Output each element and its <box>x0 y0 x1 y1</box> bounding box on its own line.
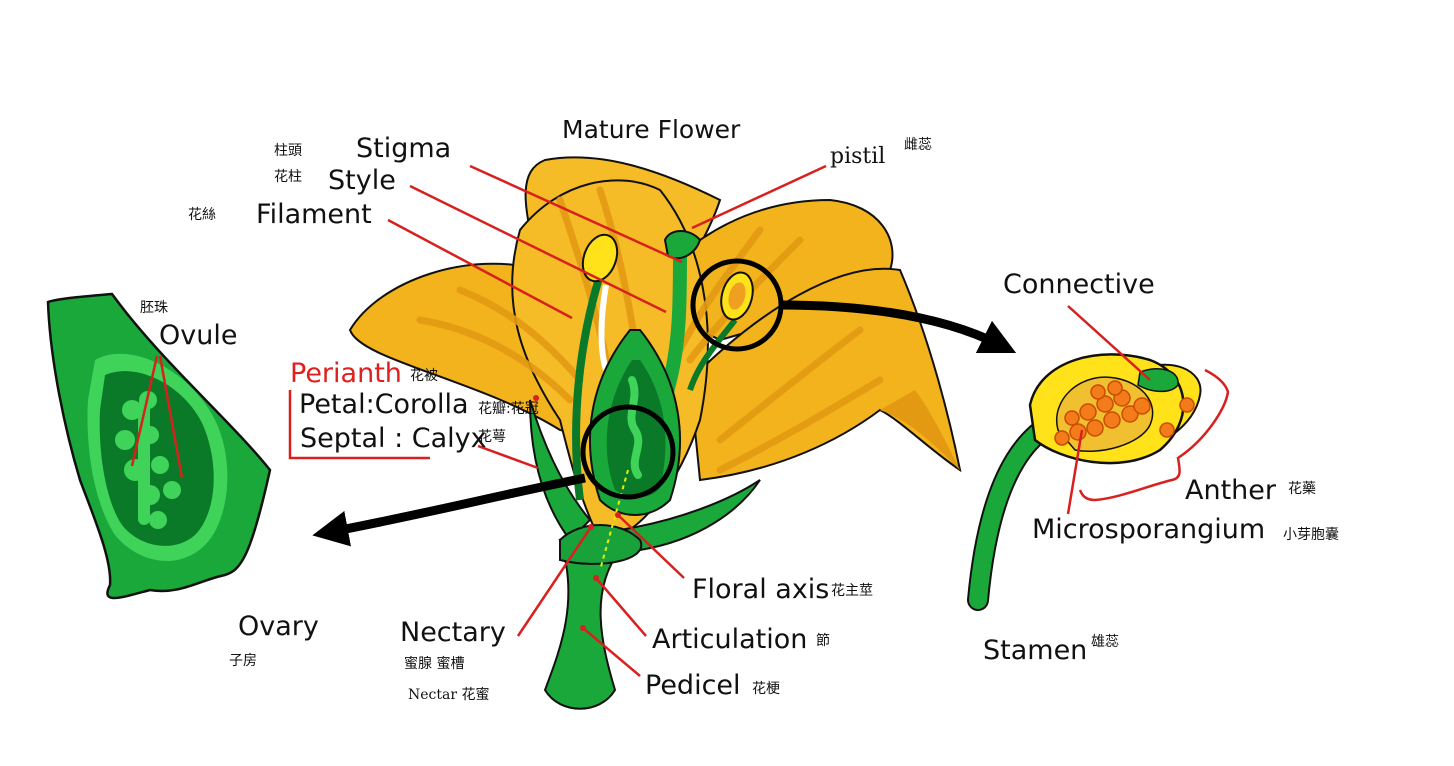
anther-left <box>581 233 619 283</box>
mature-flower <box>348 156 962 710</box>
floral-axis-zh-label: 花主莖 <box>831 583 873 599</box>
zoom-circle-ovary <box>580 404 676 500</box>
ovule-zh-label: 胚珠 <box>140 300 168 316</box>
sepal-right <box>617 479 761 552</box>
connective-leader <box>1067 305 1151 381</box>
septal-zh-label: 花萼 <box>478 429 506 445</box>
ovule-leader-1 <box>130 355 159 467</box>
pedicel-zh-label: 花梗 <box>752 681 780 697</box>
style-zh-label: 花柱 <box>274 169 302 185</box>
floral-axis-label: Floral axis <box>692 574 830 605</box>
pistil-zh-label: 雌蕊 <box>904 137 932 153</box>
ovary-label: Ovary <box>238 611 319 642</box>
style-leader <box>409 184 667 314</box>
arrow-to-ovary <box>312 473 586 547</box>
filament-leader <box>387 218 573 320</box>
stamen-detail-connective <box>1137 368 1179 393</box>
stamen-label: Stamen <box>983 635 1088 666</box>
filament-label: Filament <box>256 199 372 230</box>
articulation-zh-label: 節 <box>816 633 830 649</box>
septal-leader <box>477 444 539 470</box>
nectar-label: Nectar 花蜜 <box>408 687 490 703</box>
petal-zh-label: 花瓣:花冠 <box>478 401 539 417</box>
ovary-zh-label: 子房 <box>229 653 257 669</box>
anther-label: Anther <box>1185 475 1276 506</box>
microsporangium-pollen <box>1054 380 1195 446</box>
anther-bracket <box>1078 368 1230 502</box>
anther-right-pollen <box>728 282 746 310</box>
microsporangium-label: Microsporangium <box>1032 514 1266 545</box>
receptacle <box>559 524 643 565</box>
sepal-left <box>529 399 592 542</box>
diagram-title: Mature Flower <box>562 115 741 144</box>
leader-lines <box>288 164 827 677</box>
articulation-label: Articulation <box>652 624 808 655</box>
stigma-zh-label: 柱頭 <box>274 143 302 159</box>
petal-right <box>688 267 962 482</box>
stamen-detail <box>967 305 1230 611</box>
ovary-detail <box>46 292 272 600</box>
petal-right-shade <box>880 390 960 470</box>
anther-zh-label: 花藥 <box>1288 481 1316 497</box>
pedicel-shape <box>543 538 622 710</box>
leader-dots <box>533 395 621 631</box>
ovule-leader-2 <box>158 355 184 479</box>
filament-left <box>572 273 604 501</box>
ovary-ovules <box>627 376 643 479</box>
microsporangium-leader <box>1066 429 1084 515</box>
floral-axis-line <box>599 469 629 571</box>
style-label: Style <box>328 165 396 196</box>
filament-left-white <box>598 284 609 371</box>
petal-label: Petal:Corolla <box>299 389 469 420</box>
stigma-label: Stigma <box>356 133 452 164</box>
pistil-label: pistil <box>830 144 886 169</box>
floral-axis-leader <box>617 514 685 579</box>
pedicel-label: Pedicel <box>645 670 741 701</box>
filament-right <box>687 318 738 391</box>
stamen-zh-label: 雄蕊 <box>1091 634 1119 650</box>
articulation-leader <box>595 577 647 637</box>
pistil-leader <box>691 164 827 230</box>
microsporangium-zh-label: 小芽胞囊 <box>1283 527 1339 543</box>
nectary-label: Nectary <box>400 617 506 648</box>
septal-label: Septal : Calyx <box>300 423 487 454</box>
connective-label: Connective <box>1003 269 1155 300</box>
nectary-leader <box>516 526 593 637</box>
perianth-bracket <box>288 390 430 460</box>
pedicel-leader <box>582 627 641 677</box>
ovule-label: Ovule <box>159 320 238 351</box>
perianth-zh-label: 花被 <box>410 368 438 384</box>
ovary-detail-ovules <box>115 391 181 529</box>
arrow-to-stamen <box>779 300 1017 354</box>
perianth-label: Perianth <box>290 358 402 389</box>
stigma-leader <box>469 164 683 264</box>
nectary-zh-label: 蜜腺 蜜槽 <box>404 656 465 672</box>
filament-zh-label: 花絲 <box>188 207 216 223</box>
